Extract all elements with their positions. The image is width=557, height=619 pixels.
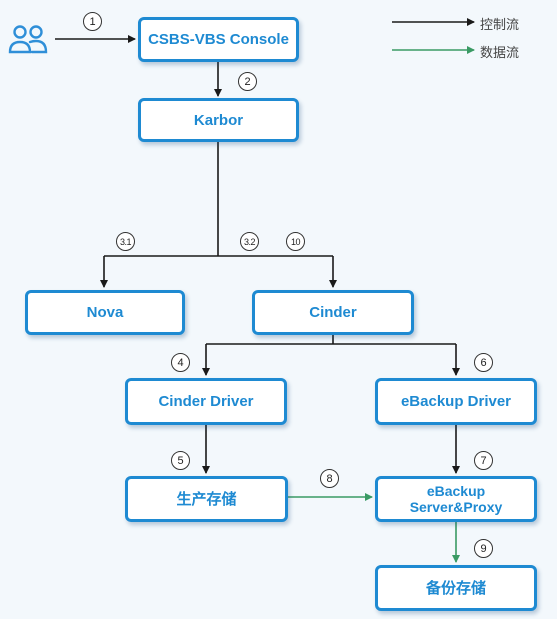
legend-data-label: 数据流 [480, 46, 520, 61]
step-badge-3-1: 3.1 [116, 232, 135, 251]
step-badge-8: 8 [320, 469, 339, 488]
karbor-node: Karbor [138, 98, 299, 142]
step-badge-7: 7 [474, 451, 493, 470]
ebackup-server-node: eBackup Server&Proxy [375, 476, 537, 522]
step-badge-1: 1 [83, 12, 102, 31]
production-storage-node-label: 生产存储 [176, 490, 237, 508]
nova-node-label: Nova [86, 304, 124, 321]
karbor-node-label: Karbor [193, 111, 244, 129]
step-badge-5: 5 [171, 451, 190, 470]
step-badge-9: 9 [474, 539, 493, 558]
console-node: CSBS-VBS Console [138, 17, 299, 62]
users-icon [8, 25, 48, 54]
step-badge-3-2: 3.2 [240, 232, 259, 251]
ebackup-driver-node: eBackup Driver [375, 378, 537, 425]
nova-node: Nova [25, 290, 185, 335]
step-badge-10: 10 [286, 232, 305, 251]
ebackup-server-node-label: eBackup Server&Proxy [409, 483, 503, 515]
cinder-driver-node-label: Cinder Driver [158, 393, 254, 410]
legend-control-label: 控制流 [480, 18, 520, 33]
cinder-driver-node: Cinder Driver [125, 378, 287, 425]
step-badge-6: 6 [474, 353, 493, 372]
console-node-label: CSBS-VBS Console [148, 31, 289, 48]
production-storage-node: 生产存储 [125, 476, 288, 522]
step-badge-4: 4 [171, 353, 190, 372]
backup-storage-node: 备份存储 [375, 565, 537, 611]
ebackup-driver-node-label: eBackup Driver [400, 393, 512, 410]
cinder-node: Cinder [252, 290, 414, 335]
cinder-node-label: Cinder [309, 304, 357, 321]
backup-storage-node-label: 备份存储 [425, 579, 486, 597]
step-badge-2: 2 [238, 72, 257, 91]
